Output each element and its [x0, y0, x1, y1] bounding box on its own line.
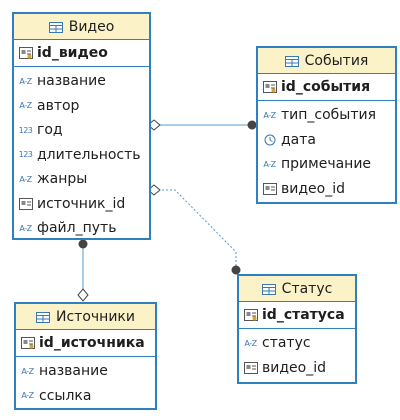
text-type-icon: A-Z: [19, 174, 32, 184]
text-type-icon: A-Z: [21, 391, 34, 401]
primary-key-icon: [18, 47, 33, 59]
text-type-icon: A-Z: [21, 366, 34, 376]
primary-key-row[interactable]: id_источника: [16, 330, 155, 357]
primary-key-icon: [243, 309, 258, 321]
entity-title: Видео: [68, 18, 115, 35]
entity-title: Источники: [56, 308, 135, 325]
table-icon: [261, 283, 276, 295]
text-type-icon: A-Z: [19, 101, 32, 111]
table-icon: [48, 21, 63, 33]
primary-key-row[interactable]: id_статуса: [239, 302, 355, 329]
field-row[interactable]: видео_id: [258, 177, 395, 202]
table-icon: [36, 311, 51, 323]
text-type-icon: A-Z: [19, 76, 32, 86]
link-sources-video-diamond: [77, 288, 89, 302]
primary-key-icon: [262, 81, 277, 93]
text-type-icon: A-Z: [19, 223, 32, 233]
text-type-icon: A-Z: [263, 110, 276, 120]
table-icon: [284, 55, 299, 67]
primary-key-row[interactable]: id_события: [258, 74, 395, 101]
key-ref-icon: [262, 182, 277, 195]
link-video-status: [154, 189, 237, 268]
date-type-icon: [262, 134, 277, 146]
field-row[interactable]: источник_id: [14, 192, 149, 217]
entity-title: Статус: [281, 280, 333, 297]
entity-title: События: [304, 52, 369, 69]
text-type-icon: A-Z: [263, 159, 276, 169]
entity-header: События: [258, 48, 395, 74]
primary-key-icon: [20, 337, 35, 349]
entity-header: Источники: [16, 304, 155, 330]
text-type-icon: A-Z: [244, 338, 257, 348]
entity-header: Статус: [239, 276, 355, 302]
primary-key-row[interactable]: id_видео: [14, 40, 149, 67]
key-ref-icon: [18, 197, 33, 210]
number-type-icon: 123: [18, 150, 33, 160]
entity-header: Видео: [14, 14, 149, 40]
field-row[interactable]: видео_id: [239, 356, 355, 381]
field-row[interactable]: дата: [258, 128, 395, 153]
key-ref-icon: [243, 361, 258, 374]
number-type-icon: 123: [18, 125, 33, 135]
